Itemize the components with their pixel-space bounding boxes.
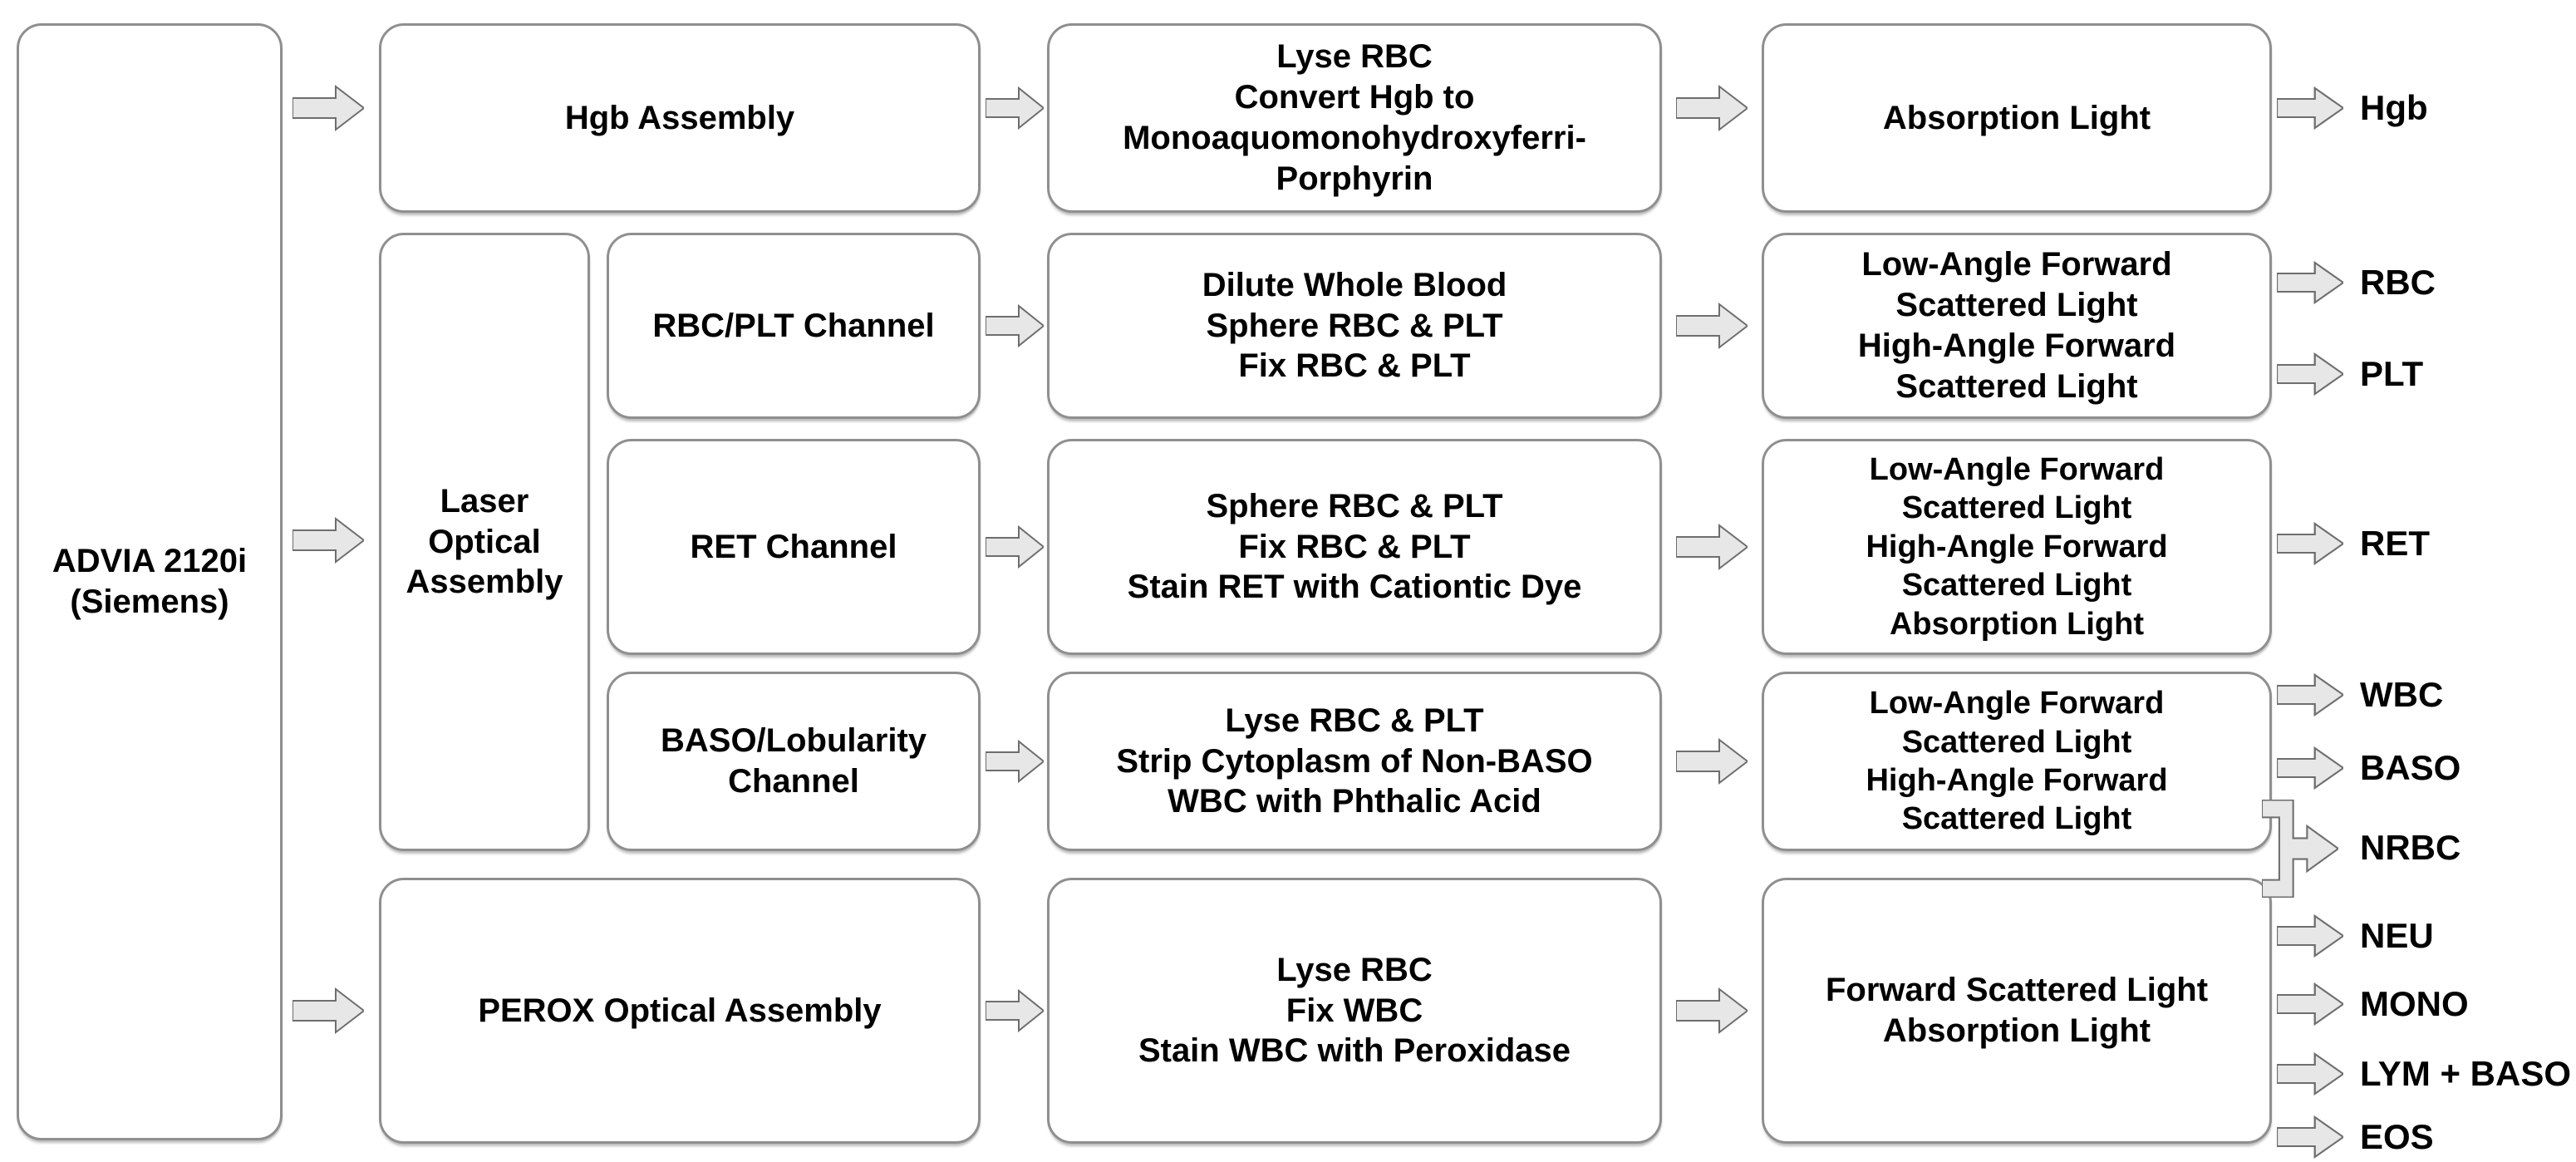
ret-detection-box: Low-Angle Forward Scattered Light High-A… [1762, 439, 2272, 655]
hgb-process-box: Lyse RBC Convert Hgb to Monoaquomonohydr… [1047, 23, 1662, 213]
perox-process-box: Lyse RBC Fix WBC Stain WBC with Peroxida… [1047, 878, 1662, 1144]
output-label-wbc: WBC [2360, 675, 2444, 714]
arrow-ret-process-to-detection-icon [1676, 523, 1748, 571]
arrow-ret-channel-to-process-icon [986, 524, 1044, 569]
nrbc-merge-bracket-icon [2262, 800, 2338, 898]
output-label-ret: RET [2360, 524, 2430, 563]
output-label-hgb: Hgb [2360, 88, 2428, 127]
arrow-rbc-plt-process-to-detection-icon [1676, 302, 1748, 350]
hgb-detection-box: Absorption Light [1762, 23, 2272, 213]
rbc-plt-process-box: Dilute Whole Blood Sphere RBC & PLT Fix … [1047, 233, 1662, 419]
arrow-to-output-eos-icon [2277, 1115, 2343, 1160]
laser-optical-assembly-box: Laser Optical Assembly [379, 233, 590, 851]
perox-optical-assembly-box: PEROX Optical Assembly [379, 878, 981, 1144]
arrow-to-output-hgb-icon [2277, 86, 2343, 130]
advia-device-box: ADVIA 2120i (Siemens) [17, 23, 283, 1140]
perox-detection-box: Forward Scattered Light Absorption Light [1762, 878, 2272, 1144]
arrow-to-output-rbc-icon [2277, 260, 2343, 305]
ret-process-box: Sphere RBC & PLT Fix RBC & PLT Stain RET… [1047, 439, 1662, 655]
output-label-nrbc: NRBC [2360, 828, 2461, 867]
arrow-to-output-baso-icon [2277, 746, 2343, 790]
arrow-hgb-assembly-to-process-icon [986, 86, 1044, 130]
output-label-lym-baso: LYM + BASO [2360, 1054, 2572, 1093]
output-label-eos: EOS [2360, 1117, 2434, 1156]
baso-process-box: Lyse RBC & PLT Strip Cytoplasm of Non-BA… [1047, 672, 1662, 851]
arrow-to-output-ret-icon [2277, 521, 2343, 566]
arrow-to-output-wbc-icon [2277, 672, 2343, 717]
arrow-device-to-perox-assembly-icon [293, 987, 364, 1035]
arrow-hgb-process-to-detection-icon [1676, 84, 1748, 132]
arrow-baso-process-to-detection-icon [1676, 737, 1748, 785]
output-label-plt: PLT [2360, 354, 2424, 393]
baso-lobularity-channel-box: BASO/Lobularity Channel [607, 672, 981, 851]
arrow-to-output-neu-icon [2277, 913, 2343, 958]
arrow-device-to-laser-assembly-icon [293, 516, 364, 564]
arrow-to-output-plt-icon [2277, 352, 2343, 396]
arrow-device-to-hgb-assembly-icon [293, 84, 364, 132]
output-label-rbc: RBC [2360, 263, 2436, 302]
ret-channel-box: RET Channel [607, 439, 981, 655]
output-label-neu: NEU [2360, 916, 2434, 955]
arrow-baso-channel-to-process-icon [986, 739, 1044, 784]
arrow-perox-assembly-to-process-icon [986, 988, 1044, 1033]
output-label-mono: MONO [2360, 984, 2469, 1023]
arrow-rbc-plt-channel-to-process-icon [986, 303, 1044, 348]
arrow-perox-process-to-detection-icon [1676, 987, 1748, 1035]
baso-detection-box: Low-Angle Forward Scattered Light High-A… [1762, 672, 2272, 851]
output-label-baso: BASO [2360, 748, 2461, 787]
rbc-plt-channel-box: RBC/PLT Channel [607, 233, 981, 419]
rbc-plt-detection-box: Low-Angle Forward Scattered Light High-A… [1762, 233, 2272, 419]
hgb-assembly-box: Hgb Assembly [379, 23, 981, 213]
arrow-to-output-mono-icon [2277, 982, 2343, 1027]
arrow-to-output-lym-baso-icon [2277, 1051, 2343, 1096]
